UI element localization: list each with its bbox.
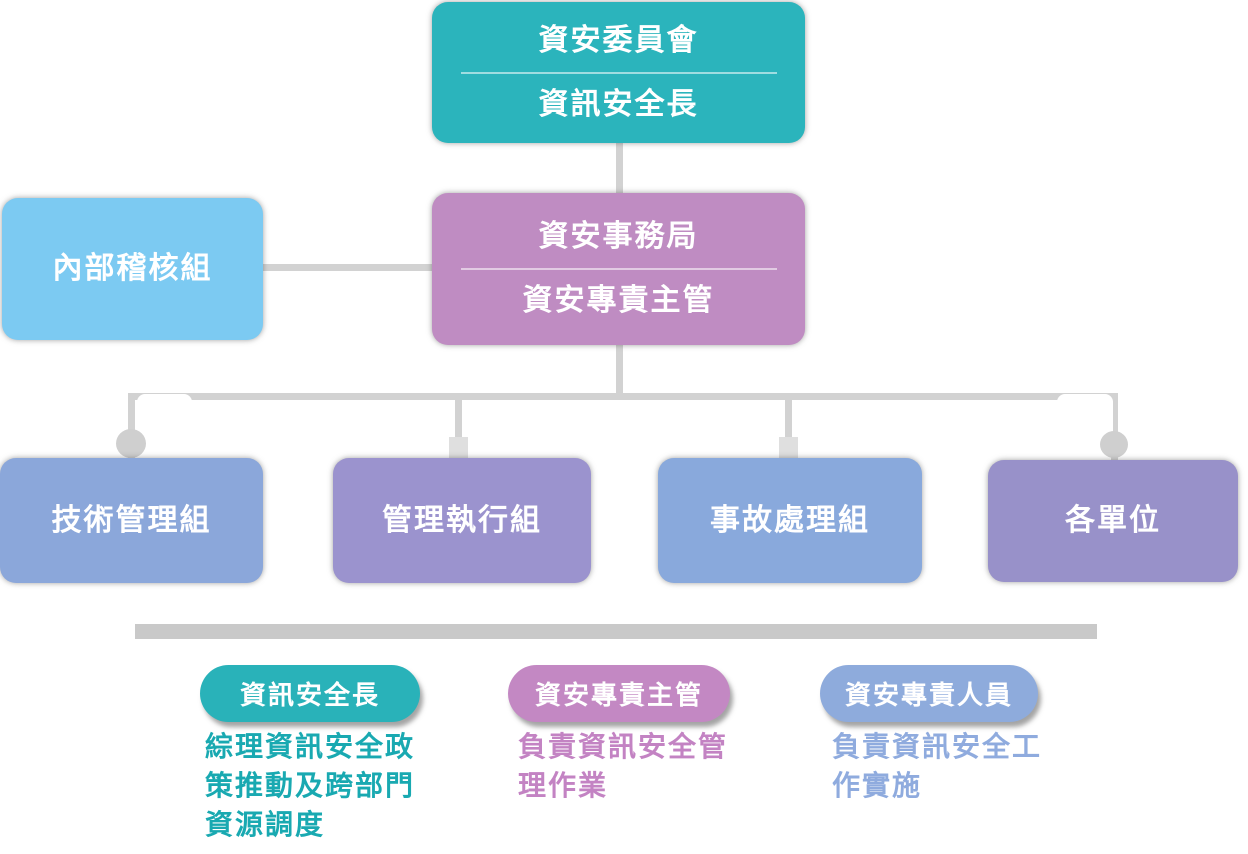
legend-desc-ciso-line2: 策推動及跨部門 bbox=[205, 769, 416, 802]
legend-pill-security-manager: 資安專責主管 bbox=[508, 665, 730, 722]
legend-pill-security-manager-label: 資安專責主管 bbox=[534, 681, 703, 711]
node-bureau-role: 資安專責主管 bbox=[522, 283, 715, 318]
node-bureau-divider bbox=[460, 268, 777, 270]
legend-pill-ciso-label: 資訊安全長 bbox=[239, 681, 380, 711]
node-committee-title: 資安委員會 bbox=[538, 22, 699, 58]
connector-committee-bureau bbox=[616, 143, 623, 195]
connector-horizontal-main bbox=[128, 393, 1118, 400]
node-tech-team: 技術管理組 bbox=[0, 458, 263, 583]
node-units: 各單位 bbox=[988, 460, 1238, 582]
legend-desc-security-manager: 負責資訊安全管 理作業 bbox=[518, 727, 728, 805]
connector-drop-incident bbox=[785, 398, 792, 458]
legend-pill-security-staff-label: 資安專責人員 bbox=[844, 681, 1013, 711]
node-committee-role: 資訊安全長 bbox=[538, 86, 699, 122]
node-mgmt-team-label: 管理執行組 bbox=[382, 502, 542, 538]
legend-desc-security-staff-line1: 負責資訊安全工 bbox=[832, 730, 1043, 763]
legend-desc-security-manager-line1: 負責資訊安全管 bbox=[518, 730, 729, 763]
legend-pill-security-staff: 資安專責人員 bbox=[820, 665, 1038, 722]
connector-bureau-down bbox=[616, 345, 623, 395]
legend-desc-ciso-line1: 綜理資訊安全政 bbox=[205, 730, 416, 763]
node-internal-audit: 內部稽核組 bbox=[2, 198, 263, 340]
connector-blob-left bbox=[116, 429, 146, 458]
white-patch-left bbox=[137, 394, 192, 458]
legend-divider bbox=[135, 624, 1097, 639]
legend-desc-ciso-line3: 資源調度 bbox=[205, 808, 326, 841]
connector-audit-bureau bbox=[263, 264, 432, 271]
node-bureau-title: 資安事務局 bbox=[538, 219, 699, 254]
node-committee: 資安委員會 資訊安全長 bbox=[432, 2, 805, 143]
node-mgmt-team: 管理執行組 bbox=[333, 458, 591, 583]
connector-drop-tech bbox=[128, 398, 135, 458]
node-units-label: 各單位 bbox=[1065, 503, 1161, 538]
node-internal-audit-label: 內部稽核組 bbox=[52, 251, 213, 286]
connector-drop-units bbox=[1111, 398, 1118, 460]
node-incident-team-label: 事故處理組 bbox=[710, 502, 870, 538]
connector-drop-mgmt bbox=[455, 398, 462, 458]
legend-pill-ciso: 資訊安全長 bbox=[200, 665, 420, 722]
node-bureau: 資安事務局 資安專責主管 bbox=[432, 193, 805, 345]
legend-desc-security-staff: 負責資訊安全工 作實施 bbox=[832, 727, 1042, 805]
legend-desc-security-staff-line2: 作實施 bbox=[832, 769, 923, 802]
node-committee-divider bbox=[460, 71, 777, 74]
connector-tab-mgmt bbox=[449, 437, 468, 458]
legend-desc-ciso: 綜理資訊安全政 策推動及跨部門 資源調度 bbox=[205, 727, 415, 844]
node-incident-team: 事故處理組 bbox=[658, 458, 922, 583]
legend-desc-security-manager-line2: 理作業 bbox=[518, 769, 609, 802]
node-tech-team-label: 技術管理組 bbox=[51, 502, 212, 538]
connector-blob-right bbox=[1100, 431, 1128, 458]
connector-tab-incident bbox=[779, 437, 798, 458]
